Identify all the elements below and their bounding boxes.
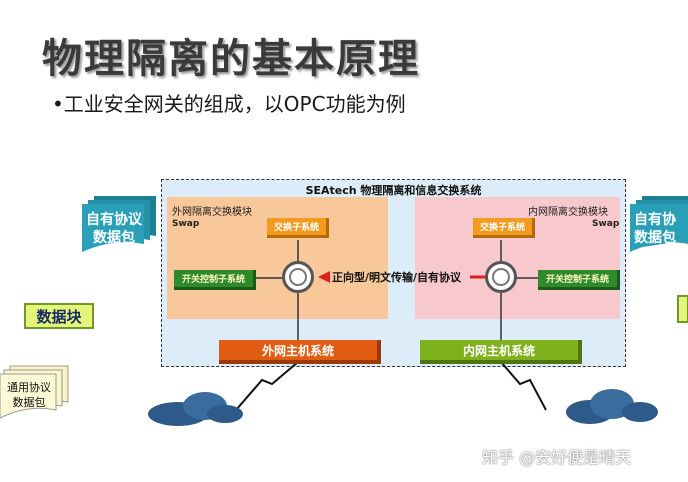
- inner-switch-control-subsystem: 开关控制子系统: [538, 270, 620, 290]
- left-cloud: [148, 392, 243, 426]
- system-title: SEAtech 物理隔离和信息交换系统: [305, 184, 482, 197]
- transfer-mode-label: 正向型/明文传输/自有协议: [332, 271, 462, 284]
- outer-switch-node: [282, 261, 314, 293]
- inner-switch-node: [485, 261, 517, 293]
- inner-swap-module-label: 内网隔离交换模块: [528, 207, 608, 218]
- right-own-protocol-packet: 自有协 数据包: [634, 212, 676, 246]
- left-packet-stack: [82, 196, 156, 252]
- right-cloud: [566, 389, 658, 424]
- outer-swap-module-sub: Swap: [172, 219, 200, 229]
- inner-swap-module-panel: [415, 197, 620, 319]
- outer-swap-module-label: 外网隔离交换模块: [172, 207, 252, 218]
- left-lightning-line: [235, 361, 299, 411]
- left-own-protocol-packet: 自有协议 数据包: [86, 212, 142, 246]
- outer-host-system: 外网主机系统: [219, 340, 381, 364]
- subtitle: •工业安全网关的组成，以OPC功能为例: [52, 92, 406, 116]
- outer-swap-module-panel: [167, 197, 388, 319]
- page-title: 物理隔离的基本原理: [42, 36, 420, 82]
- arrow-head: [318, 271, 330, 283]
- right-lightning-line: [500, 361, 547, 411]
- watermark: 知乎 @安好便是晴天: [482, 448, 632, 467]
- outer-switch-control-subsystem: 开关控制子系统: [174, 270, 256, 290]
- right-data-block-edge: [677, 295, 688, 323]
- common-protocol-packet: 通用协议 数据包: [7, 381, 51, 409]
- outer-swap-subsystem: 交换子系统: [267, 218, 329, 238]
- data-block: 数据块: [24, 303, 94, 329]
- right-packet-stack: [630, 196, 688, 252]
- common-packet-stack: [0, 365, 69, 419]
- inner-swap-subsystem: 交换子系统: [473, 218, 535, 238]
- inner-host-system: 内网主机系统: [420, 340, 582, 364]
- inner-swap-module-sub: Swap: [592, 219, 620, 229]
